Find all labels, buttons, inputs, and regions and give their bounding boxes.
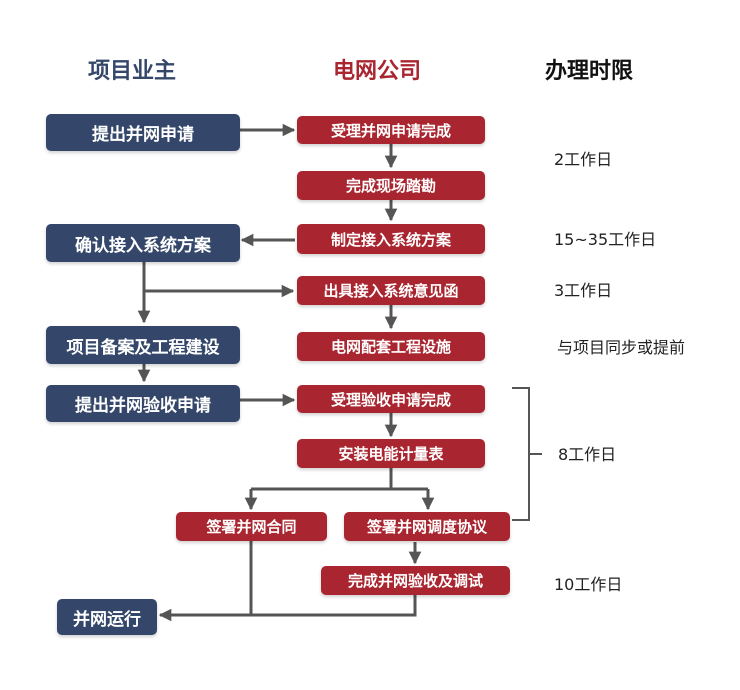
step-finish-acceptance-debug: 完成并网验收及调试 — [321, 566, 510, 595]
step-sign-dispatch-agreement: 签署并网调度协议 — [344, 512, 510, 541]
step-supporting-works: 电网配套工程设施 — [297, 332, 485, 361]
connector-finish-down — [251, 595, 417, 617]
owner-column-header: 项目业主 — [88, 59, 177, 84]
time-limit-2-days: 2工作日 — [554, 150, 613, 169]
time-limit-sync: 与项目同步或提前 — [557, 338, 686, 357]
time-limit-8-days: 8工作日 — [558, 445, 617, 464]
step-apply-acceptance: 提出并网验收申请 — [46, 385, 240, 422]
step-confirm-access-plan: 确认接入系统方案 — [46, 224, 240, 262]
step-make-access-plan: 制定接入系统方案 — [297, 224, 485, 254]
step-site-survey: 完成现场踏勘 — [297, 171, 485, 200]
bracket-8-days — [512, 387, 530, 521]
arrow-confirm-to-opinion — [142, 262, 295, 298]
step-filing-and-construction: 项目备案及工程建设 — [46, 326, 240, 364]
step-sign-contract: 签署并网合同 — [176, 512, 327, 541]
time-limit-3-days: 3工作日 — [554, 281, 613, 300]
step-apply-grid-connection: 提出并网申请 — [46, 114, 240, 151]
step-issue-opinion-letter: 出具接入系统意见函 — [297, 276, 485, 305]
step-accept-acceptance-application: 受理验收申请完成 — [297, 385, 485, 413]
grid-column-header: 电网公司 — [333, 59, 422, 84]
time-limit-15-35-days: 15~35工作日 — [554, 230, 657, 249]
step-grid-operation: 并网运行 — [57, 599, 157, 635]
time-column-header: 办理时限 — [545, 59, 634, 84]
time-limit-10-days: 10工作日 — [554, 575, 623, 594]
step-accept-application: 受理并网申请完成 — [297, 116, 485, 144]
step-install-meter: 安装电能计量表 — [297, 439, 485, 468]
